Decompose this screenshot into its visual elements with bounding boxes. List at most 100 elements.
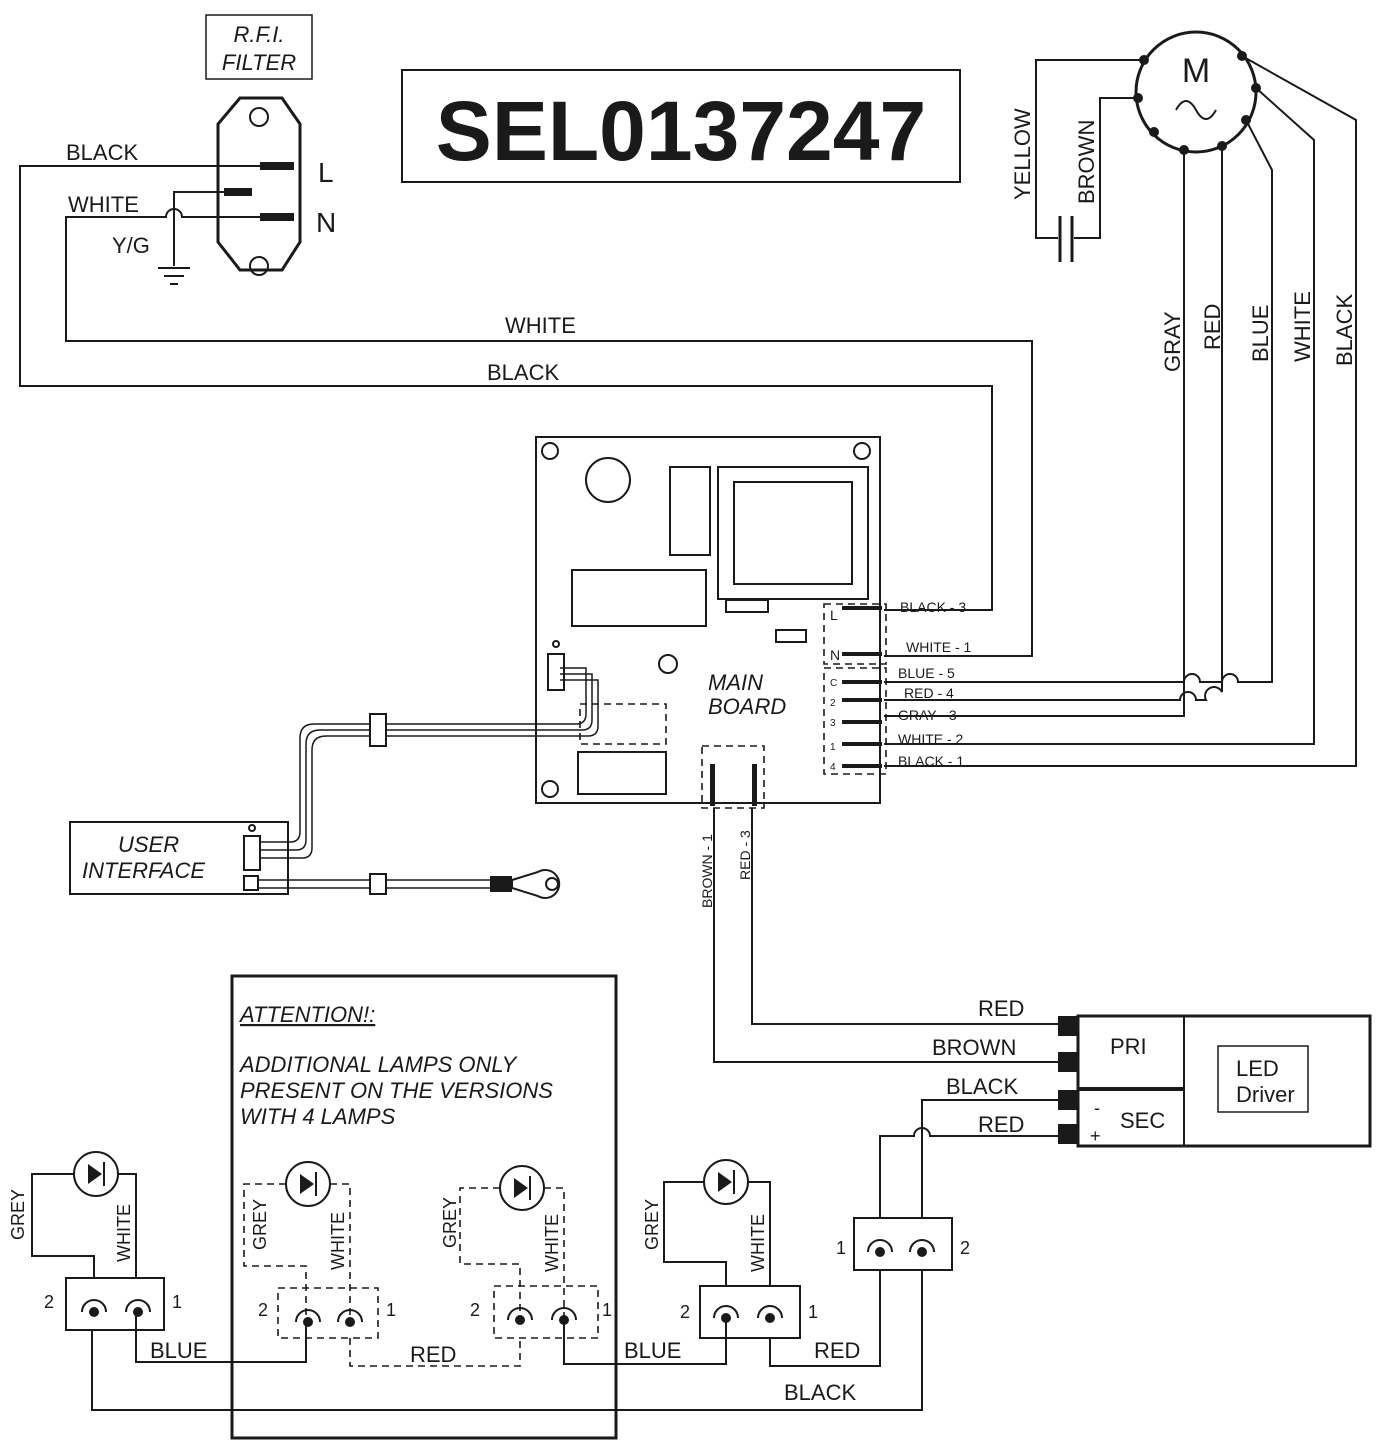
pin-n: N (830, 647, 840, 663)
wire-label-red-4: RED - 4 (904, 685, 954, 701)
run-black-label: BLACK (487, 360, 559, 385)
lamp-c-white: WHITE (542, 1214, 562, 1272)
driver-wire-brown: BROWN (932, 1035, 1016, 1060)
capacitor-symbol (1058, 216, 1074, 262)
pin-3: 3 (830, 718, 836, 729)
motor-wire-gray: GRAY (1160, 311, 1185, 372)
wire-capacitor-brown (1074, 97, 1138, 239)
lampholder-a (65, 1277, 165, 1331)
user-interface-line2: INTERFACE (82, 858, 205, 883)
wire-motor-red (884, 146, 1223, 701)
wire-motor-blue (884, 119, 1273, 683)
lamp-c-pin1: 1 (602, 1300, 612, 1320)
attention-line3: WITH 4 LAMPS (240, 1104, 396, 1129)
motor-wire-blue: BLUE (1248, 305, 1273, 362)
wire-label-white-2: WHITE - 2 (898, 731, 964, 747)
lampholder-output: 1 2 (836, 1217, 970, 1271)
user-interface: USER INTERFACE (69, 821, 289, 895)
lamp-d-white: WHITE (748, 1214, 768, 1272)
mains-ground-label: Y/G (112, 233, 150, 258)
motor-wire-white: WHITE (1290, 291, 1315, 362)
lampholder-c (493, 1285, 599, 1339)
pin-l: L (830, 607, 838, 623)
lamp-c-pin2: 2 (470, 1300, 480, 1320)
output-pin2: 2 (960, 1238, 970, 1258)
mains-white-label: WHITE (68, 192, 139, 217)
wire-label-white-1: WHITE - 1 (906, 639, 972, 655)
wire-label-blue-5: BLUE - 5 (898, 665, 955, 681)
motor-wire-red: RED (1200, 304, 1225, 350)
lampholder-output-box (853, 1217, 953, 1271)
lamp-a: GREY WHITE 2 1 (8, 1151, 182, 1331)
main-board-label-line1: MAIN (708, 670, 763, 695)
lampholder-b (277, 1287, 379, 1339)
connector-motor (823, 667, 887, 775)
wire-motor-gray (884, 150, 1185, 717)
wire-driver-red-pri (751, 808, 1058, 1025)
attention-line2: PRESENT ON THE VERSIONS (240, 1078, 553, 1103)
led-driver-line2: Driver (1236, 1082, 1295, 1107)
connector-power (823, 603, 887, 665)
motor: M (1133, 30, 1261, 155)
wire-driver-black-sec (91, 1099, 1058, 1411)
rfi-label-line2: FILTER (222, 50, 296, 75)
lamp-b-white: WHITE (328, 1212, 348, 1270)
attention-heading: ATTENTION!: (238, 1002, 375, 1027)
bottom-wire-blue-right: BLUE (624, 1338, 681, 1363)
led-driver-sec: SEC (1120, 1108, 1165, 1133)
rfi-pin-earth (224, 188, 252, 196)
wire-motor-white (884, 87, 1315, 745)
motor-symbol: M (1182, 52, 1210, 90)
driver-wire-red-2: RED (978, 1112, 1024, 1137)
wire-white-mains (65, 208, 1033, 657)
wire-capacitor-yellow (1035, 59, 1144, 239)
wire-blue-a-b (135, 1312, 307, 1363)
led-driver-line1: LED (1236, 1056, 1279, 1081)
rfi-label-line1: R.F.I. (234, 22, 285, 47)
ribbon-cable (260, 667, 599, 859)
lamp-a-pin1: 1 (172, 1292, 182, 1312)
pin-1: 1 (830, 742, 836, 753)
wire-black-mains (19, 165, 993, 611)
motor-ac-symbol (1175, 100, 1217, 120)
wire-label-black-1: BLACK - 1 (898, 753, 964, 769)
rfi-filter: R.F.I. FILTER L N (205, 14, 336, 276)
wire-motor-black (884, 55, 1357, 767)
bottom-wire-black: BLACK (784, 1380, 856, 1405)
main-board-label-line2: BOARD (708, 694, 786, 719)
pin-2: 2 (830, 698, 836, 709)
bottom-wire-red-mid: RED (410, 1342, 456, 1367)
rfi-socket-screw-top (249, 107, 269, 127)
rfi-socket-screw-bottom (249, 256, 269, 276)
rfi-pin-n (260, 213, 294, 221)
led-driver: LED Driver PRI SEC - + (1058, 1014, 1372, 1148)
run-white-label: WHITE (505, 313, 576, 338)
ground-symbol (158, 267, 190, 285)
motor-wire-black: BLACK (1332, 294, 1357, 366)
lamp-d-grey: GREY (642, 1199, 662, 1250)
led-driver-minus: - (1094, 1098, 1100, 1118)
lamp-a-white: WHITE (114, 1204, 134, 1262)
pin-4: 4 (830, 762, 836, 773)
wire-driver-brown-pri (713, 808, 1058, 1063)
rfi-terminal-n: N (316, 207, 336, 238)
attention-line1: ADDITIONAL LAMPS ONLY (238, 1052, 518, 1077)
wire-blue-c-d (563, 1318, 727, 1365)
wire-driver-red-sec (769, 1127, 1058, 1367)
ground-ferrite (369, 873, 387, 895)
lamp-b-grey: GREY (250, 1199, 270, 1250)
connector-lamps (701, 745, 765, 809)
motor-wire-yellow: YELLOW (1010, 108, 1035, 200)
title-frame (401, 69, 961, 183)
main-board-outline (535, 436, 881, 804)
lamp-d-pin2: 2 (680, 1302, 690, 1322)
rfi-label-frame (205, 14, 313, 80)
lamp-c-grey: GREY (440, 1197, 460, 1248)
driver-wire-black: BLACK (946, 1074, 1018, 1099)
pin-c: C (830, 678, 837, 689)
lamp-a-pin2: 2 (44, 1292, 54, 1312)
lamp-d-pin1: 1 (808, 1302, 818, 1322)
rfi-socket-body (216, 96, 302, 272)
wire-label-red-3: RED - 3 (737, 830, 753, 880)
bottom-wire-blue-left: BLUE (150, 1338, 207, 1363)
